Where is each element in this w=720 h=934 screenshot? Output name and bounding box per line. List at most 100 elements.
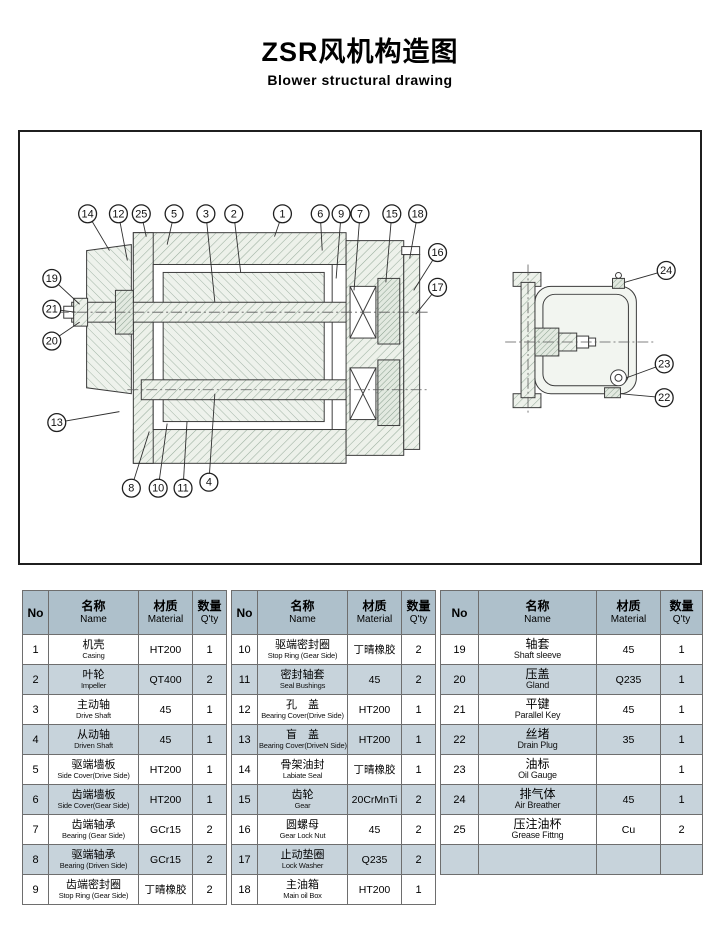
part-material: 丁晴橡胶 <box>138 874 193 905</box>
part-qty: 1 <box>660 634 703 665</box>
callout-balloon <box>408 204 428 224</box>
column-header: No <box>440 590 479 635</box>
part-no: 22 <box>440 724 479 755</box>
callout-22: 22 <box>620 388 674 408</box>
callout-10: 10 <box>148 423 168 498</box>
part-material: GCr15 <box>138 814 193 845</box>
side-view <box>505 264 657 416</box>
part-qty: 1 <box>660 754 703 785</box>
callout-balloon <box>656 260 676 281</box>
callout-number: 5 <box>171 208 177 220</box>
part-qty: 1 <box>192 634 227 665</box>
callout-11: 11 <box>173 421 193 498</box>
part-qty: 2 <box>192 874 227 905</box>
part-qty: 1 <box>192 784 227 815</box>
part-no: 9 <box>22 874 49 905</box>
part-name <box>478 844 597 875</box>
part-no: 14 <box>231 754 258 785</box>
column-header: No <box>22 590 49 635</box>
part-qty: 2 <box>401 784 436 815</box>
callout-balloon <box>173 478 193 498</box>
part-material: Q235 <box>347 844 402 875</box>
part-material: HT200 <box>138 634 193 665</box>
part-no: 11 <box>231 664 258 695</box>
part-material: GCr15 <box>138 844 193 875</box>
callout-balloon <box>148 478 168 498</box>
callout-number: 21 <box>46 304 58 316</box>
part-material: 20CrMnTi <box>347 784 402 815</box>
part-no: 24 <box>440 784 479 815</box>
callout-12: 12 <box>108 204 129 261</box>
callout-balloon <box>131 204 151 224</box>
callout-number: 25 <box>135 208 147 220</box>
callout-8: 8 <box>121 431 150 498</box>
main-section-view <box>57 232 430 464</box>
part-qty: 1 <box>660 724 703 755</box>
part-material: QT400 <box>138 664 193 695</box>
air-breather-cap <box>615 271 622 279</box>
callout-balloon <box>42 299 62 319</box>
part-qty: 2 <box>192 664 227 695</box>
callout-18: 18 <box>408 204 428 259</box>
callout-19: 19 <box>42 268 80 305</box>
end-cover <box>403 254 421 450</box>
part-no: 15 <box>231 784 258 815</box>
part-qty: 2 <box>401 664 436 695</box>
callout-balloon <box>427 242 448 263</box>
callout-balloon <box>42 331 62 351</box>
callout-balloon <box>427 277 448 297</box>
callout-number: 11 <box>177 483 188 495</box>
callout-balloon <box>196 204 216 224</box>
callout-number: 14 <box>82 208 94 220</box>
part-no: 4 <box>22 724 49 755</box>
part-material: HT200 <box>347 874 402 905</box>
callout-16: 16 <box>413 242 448 291</box>
part-no: 6 <box>22 784 49 815</box>
callout-6: 6 <box>310 204 330 251</box>
callout-5: 5 <box>164 204 184 245</box>
part-no: 18 <box>231 874 258 905</box>
callout-15: 15 <box>382 204 402 283</box>
callout-balloon <box>224 204 244 224</box>
callout-number: 9 <box>338 208 344 220</box>
part-no: 12 <box>231 694 258 725</box>
part-qty: 1 <box>192 754 227 785</box>
part-no: 5 <box>22 754 49 785</box>
part-no: 10 <box>231 634 258 665</box>
part-material: HT200 <box>138 784 193 815</box>
air-breather <box>612 277 625 289</box>
callout-balloon <box>310 204 330 224</box>
page-subtitle: Blower structural drawing <box>267 72 453 88</box>
callout-1: 1 <box>272 204 293 237</box>
callout-number: 20 <box>46 336 58 348</box>
callout-number: 2 <box>231 208 237 220</box>
